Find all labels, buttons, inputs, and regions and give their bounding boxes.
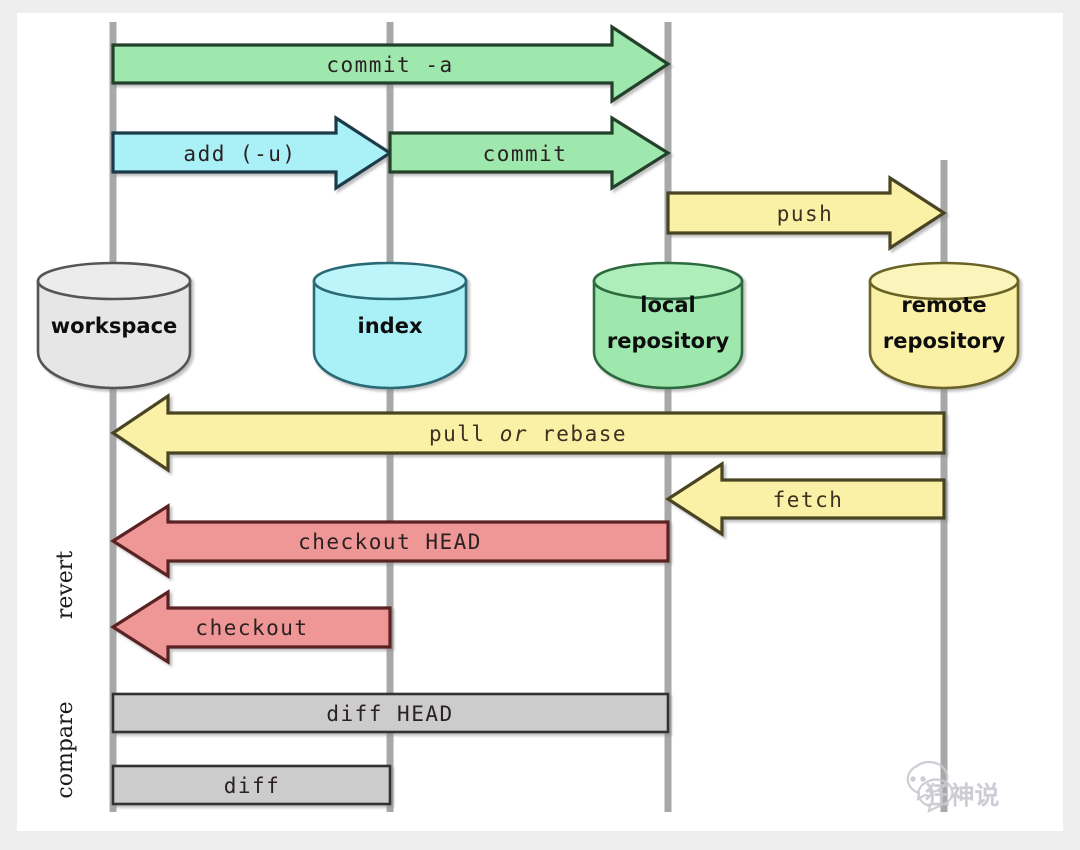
cylinder-remote-repository-top [868, 261, 1020, 301]
side-label-revert: revert [53, 551, 78, 620]
cylinder-workspace-label: workspace [51, 314, 178, 338]
cylinder-local-repository[interactable]: local repository [592, 261, 744, 390]
cylinder-local-repository-top [592, 261, 744, 301]
arrow-checkout-shape [110, 589, 392, 665]
arrow-fetch[interactable]: fetch [665, 461, 946, 537]
cylinder-workspace[interactable]: workspace [36, 261, 192, 390]
arrow-fetch-shape [665, 461, 946, 537]
arrow-push-shape [666, 175, 947, 251]
wechat-icon [906, 760, 954, 813]
arrow-commit-shape [388, 115, 672, 191]
cylinder-remote-repository-body [868, 279, 1020, 390]
arrow-pull-or-rebase-label: pull or rebase [429, 422, 627, 446]
arrow-commit[interactable]: commit [388, 115, 672, 191]
arrow-checkout-head-shape [110, 503, 670, 579]
watermark: 狂神说 [906, 760, 1000, 813]
bar-diff-shape [111, 764, 392, 806]
bar-diff-label: diff [224, 774, 281, 798]
cylinder-workspace-top [36, 261, 192, 301]
bar-diff-head-label: diff HEAD [326, 702, 453, 726]
cylinder-remote-repository[interactable]: remote repository [868, 261, 1020, 390]
watermark-text: 狂神说 [924, 781, 999, 810]
arrow-add-u-shape [111, 115, 393, 191]
cylinder-index[interactable]: index [312, 261, 468, 390]
arrow-fetch-label: fetch [773, 488, 844, 512]
cylinder-index-label: index [358, 314, 423, 338]
arrow-commit-a-label: commit -a [326, 53, 453, 77]
side-label-revert-text: revert [53, 551, 78, 620]
arrow-push[interactable]: push [666, 175, 947, 251]
bar-diff[interactable]: diff [111, 764, 392, 806]
arrow-pull-label-em: or [500, 422, 528, 446]
cylinder-index-body [312, 279, 468, 390]
arrow-push-label: push [777, 202, 834, 226]
cylinder-remote-repository-label-line2: repository [883, 329, 1006, 353]
cylinder-index-top [312, 261, 468, 301]
arrow-commit-a-shape [111, 24, 671, 104]
bar-diff-head-shape [111, 692, 670, 734]
arrow-pull-label-post: rebase [528, 422, 627, 446]
cylinder-remote-repository-label-line1: remote [901, 293, 986, 317]
arrow-pull-label-pre: pull [429, 422, 500, 446]
arrow-checkout[interactable]: checkout [110, 589, 392, 665]
arrow-pull-or-rebase[interactable]: pull or rebase [110, 392, 946, 474]
arrow-checkout-label: checkout [195, 616, 308, 640]
bar-diff-head[interactable]: diff HEAD [111, 692, 670, 734]
arrow-commit-label: commit [483, 142, 568, 166]
arrow-commit-a[interactable]: commit -a [111, 24, 671, 104]
side-label-compare: compare [53, 701, 78, 798]
arrow-pull-or-rebase-shape [110, 392, 946, 474]
cylinder-local-repository-label-line1: local [640, 293, 695, 317]
arrow-checkout-head-label: checkout HEAD [298, 530, 482, 554]
arrow-add-u-label: add (-u) [183, 142, 296, 166]
cylinder-local-repository-body [592, 279, 744, 390]
cylinder-local-repository-label-line2: repository [607, 329, 730, 353]
arrow-checkout-head[interactable]: checkout HEAD [110, 503, 670, 579]
cylinder-workspace-body [36, 279, 192, 390]
arrow-add-u[interactable]: add (-u) [111, 115, 393, 191]
side-label-compare-text: compare [53, 701, 78, 798]
